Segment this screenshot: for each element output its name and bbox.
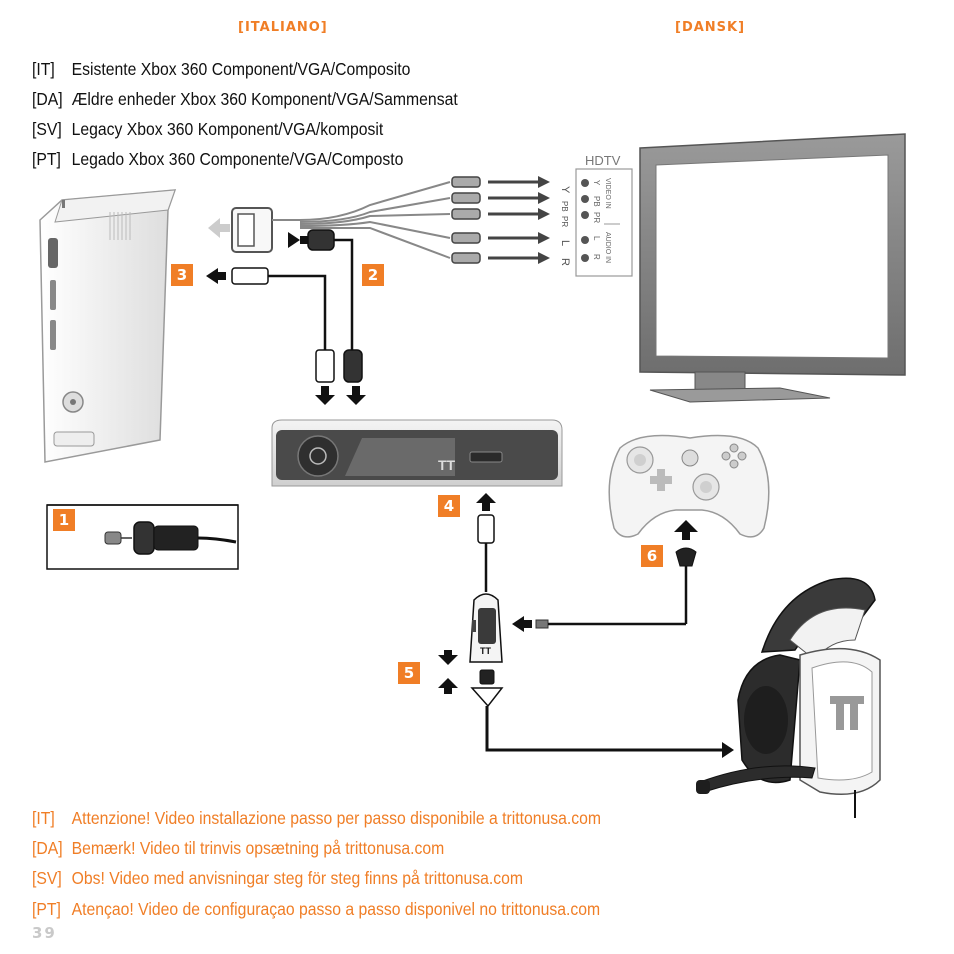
note-line-it: [IT] Attenzione! Video installazione pass… (32, 808, 601, 829)
title-text: Ældre enheder Xbox 360 Komponent/VGA/Sam… (71, 89, 458, 109)
note-line-da: [DA] Bemærk! Video til trinvis opsætning … (32, 838, 444, 859)
note-text: Atençao! Video de configuraçao passo a p… (71, 899, 601, 919)
note-text: Obs! Video med anvisningar steg för steg… (71, 868, 524, 888)
header-dansk: [DANSK] (675, 20, 746, 35)
lang-code: [IT] (32, 59, 55, 79)
arrow-left-icon (288, 232, 300, 248)
console-vent-grille (109, 212, 131, 240)
port-l (581, 236, 589, 244)
note-line-sv: [SV] Obs! Video med anvisningar steg för … (32, 868, 523, 889)
lang-code: [PT] (32, 149, 61, 169)
step-badge-5: 5 (398, 662, 420, 684)
av-cable-plug (231, 181, 451, 259)
face-button-a-icon (729, 459, 739, 469)
inline-amp: TT (469, 593, 503, 663)
tritton-logo-small: TT (480, 646, 491, 656)
lang-code: [IT] (32, 808, 55, 828)
title-line-it: [IT] Esistente Xbox 360 Component/VGA/Com… (32, 59, 410, 80)
cable-label-group: Y PB PR L R (559, 186, 571, 266)
step-badge-6: 6 (641, 545, 663, 567)
video-in-label: VIDEO IN (604, 178, 611, 209)
port-label-r: R (592, 254, 601, 260)
title-text: Esistente Xbox 360 Component/VGA/Composi… (71, 59, 411, 79)
arrow-left-icon (512, 616, 524, 632)
note-line-pt: [PT] Atençao! Video de configuraçao passo… (32, 899, 600, 920)
header-italiano: [ITALIANO] (238, 20, 328, 35)
tritton-logo-small: TT (438, 457, 456, 473)
guide-button-icon (681, 449, 699, 467)
arrow-left-icon (206, 268, 218, 284)
dpad-icon (657, 469, 665, 491)
port-label-y: Y (592, 180, 601, 186)
optical-cable (288, 229, 366, 405)
controller-cable (512, 520, 698, 632)
disc-tray-slot (48, 238, 58, 268)
step-badge-4: 4 (438, 495, 460, 517)
step5-connectors (438, 650, 734, 758)
cable-label-pr: PR (560, 216, 569, 227)
component-cables (451, 176, 550, 264)
cable-label-l: L (559, 240, 571, 246)
optical-detail-box (46, 504, 239, 570)
cable-label-r: R (559, 258, 571, 266)
lang-code: [PT] (32, 899, 61, 919)
page-number: 39 (32, 924, 57, 942)
audio-in-label: AUDIO IN (604, 232, 611, 263)
boom-microphone (699, 765, 816, 793)
headset (696, 577, 881, 818)
hdtv-input-panel: HDTV Y PB PR L R VIDEO IN AUDIO IN (575, 153, 633, 277)
audio-decoder-hub: TT (271, 419, 563, 487)
note-text: Bemærk! Video til trinvis opsætning på t… (71, 838, 445, 858)
title-text: Legado Xbox 360 Componente/VGA/Composto (71, 149, 404, 169)
hdtv-label: HDTV (585, 153, 621, 168)
hub-power-button-icon (297, 435, 339, 477)
port-label-pr: PR (592, 212, 601, 223)
step-badge-1: 1 (53, 509, 75, 531)
port-label-pb: PB (592, 196, 601, 207)
port-y (581, 179, 589, 187)
hdtv (639, 133, 906, 403)
lang-code: [DA] (32, 838, 63, 858)
note-text: Attenzione! Video installazione passo pe… (71, 808, 602, 828)
xbox-console (39, 189, 177, 463)
lang-code: [SV] (32, 119, 62, 139)
title-line-pt: [PT] Legado Xbox 360 Componente/VGA/Compo… (32, 149, 403, 170)
step-badge-3: 3 (171, 264, 193, 286)
port-label-l: L (592, 236, 601, 241)
face-button-x-icon (721, 451, 731, 461)
port-pr (581, 211, 589, 219)
face-button-b-icon (737, 451, 747, 461)
cable-label-y: Y (559, 186, 571, 194)
title-line-sv: [SV] Legacy Xbox 360 Komponent/VGA/kompos… (32, 119, 383, 140)
port-r (581, 254, 589, 262)
lang-code: [SV] (32, 868, 62, 888)
tritton-logo-large (830, 696, 864, 730)
face-button-y-icon (729, 443, 739, 453)
title-line-da: [DA] Ældre enheder Xbox 360 Komponent/VGA… (32, 89, 458, 110)
hub-to-inline-cable (476, 493, 496, 592)
arrow-left-icon (208, 218, 220, 238)
step-badge-2: 2 (362, 264, 384, 286)
cable-label-pb: PB (560, 201, 569, 212)
port-pb (581, 195, 589, 203)
usb-cable (206, 267, 335, 405)
title-text: Legacy Xbox 360 Komponent/VGA/komposit (71, 119, 384, 139)
xbox-controller (608, 434, 770, 538)
lang-code: [DA] (32, 89, 63, 109)
